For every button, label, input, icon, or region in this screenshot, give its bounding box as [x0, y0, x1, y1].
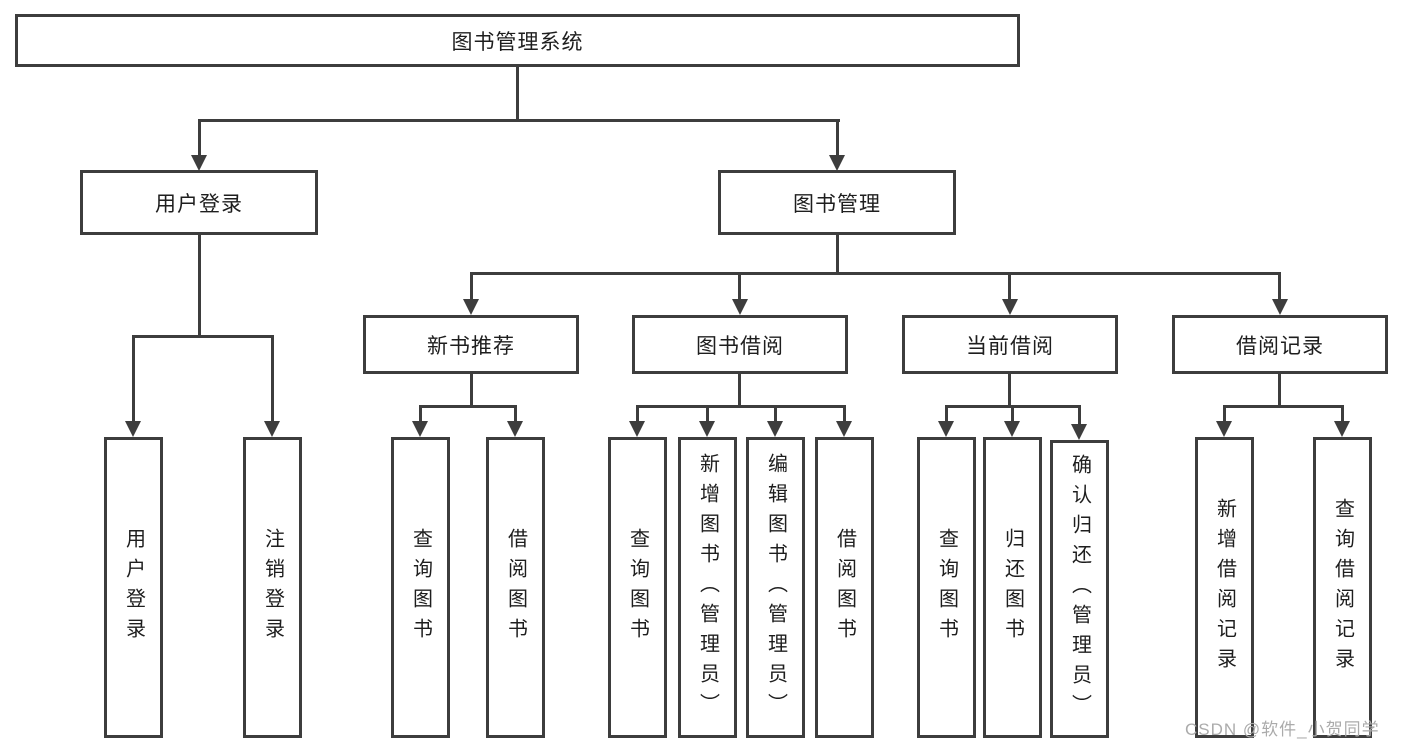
leaf-confirm-return-admin: 确认归还（管理员）	[1050, 440, 1109, 738]
node-label: 注销登录	[261, 527, 284, 648]
arrow-down-icon	[463, 299, 479, 315]
leaf-query-borrow-record: 查询借阅记录	[1313, 437, 1372, 738]
connector-vline	[1278, 272, 1281, 302]
connector-hline	[1223, 405, 1344, 408]
node-label: 新增借阅记录	[1213, 497, 1236, 678]
node-label: 借阅图书	[833, 527, 856, 648]
connector-vline	[1008, 373, 1011, 408]
connector-vline	[1278, 373, 1281, 408]
node-current-borrow: 当前借阅	[902, 315, 1118, 374]
connector-vline	[198, 234, 201, 338]
leaf-borrow-books: 借阅图书	[815, 437, 874, 738]
arrow-down-icon	[732, 299, 748, 315]
connector-vline	[271, 335, 274, 423]
connector-vline	[1011, 405, 1014, 423]
arrow-down-icon	[1334, 421, 1350, 437]
connector-hline	[636, 405, 846, 408]
connector-vline	[419, 405, 422, 423]
leaf-user-login: 用户登录	[104, 437, 163, 738]
connector-vline	[470, 373, 473, 408]
node-label: 确认归还（管理员）	[1068, 454, 1091, 724]
node-root-library-system: 图书管理系统	[15, 14, 1020, 67]
node-label: 查询图书	[409, 527, 432, 648]
arrow-down-icon	[829, 155, 845, 171]
arrow-down-icon	[125, 421, 141, 437]
connector-vline	[516, 66, 519, 122]
arrow-down-icon	[1002, 299, 1018, 315]
node-label: 编辑图书（管理员）	[764, 452, 787, 723]
connector-hline	[470, 272, 1280, 275]
node-label: 新增图书（管理员）	[696, 452, 719, 723]
connector-vline	[836, 119, 839, 157]
connector-vline	[470, 272, 473, 302]
node-label: 图书借阅	[696, 334, 784, 358]
node-label: 当前借阅	[966, 334, 1054, 358]
leaf-query-books-recommend: 查询图书	[391, 437, 450, 738]
node-label: 查询图书	[935, 527, 958, 648]
leaf-add-borrow-record: 新增借阅记录	[1195, 437, 1254, 738]
connector-vline	[132, 335, 135, 423]
node-label: 借阅图书	[504, 527, 527, 648]
connector-vline	[945, 405, 948, 423]
connector-vline	[738, 373, 741, 408]
arrow-down-icon	[629, 421, 645, 437]
leaf-logout: 注销登录	[243, 437, 302, 738]
connector-vline	[843, 405, 846, 423]
arrow-down-icon	[191, 155, 207, 171]
arrow-down-icon	[836, 421, 852, 437]
node-label: 用户登录	[122, 527, 145, 648]
arrow-down-icon	[507, 421, 523, 437]
connector-hline	[198, 119, 840, 122]
connector-vline	[514, 405, 517, 423]
connector-hline	[419, 405, 517, 408]
arrow-down-icon	[264, 421, 280, 437]
arrow-down-icon	[1004, 421, 1020, 437]
leaf-borrow-books-recommend: 借阅图书	[486, 437, 545, 738]
arrow-down-icon	[1272, 299, 1288, 315]
node-label: 用户登录	[155, 192, 243, 216]
connector-hline	[132, 335, 274, 338]
leaf-query-books: 查询图书	[608, 437, 667, 738]
connector-vline	[198, 119, 201, 157]
connector-vline	[1341, 405, 1344, 423]
csdn-watermark: CSDN @软件_小贺同学	[1185, 720, 1380, 739]
node-label: 新书推荐	[427, 334, 515, 358]
node-borrow-records: 借阅记录	[1172, 315, 1388, 374]
connector-vline	[774, 405, 777, 423]
connector-vline	[1078, 405, 1081, 426]
arrow-down-icon	[699, 421, 715, 437]
connector-vline	[738, 272, 741, 302]
connector-vline	[1223, 405, 1226, 423]
node-new-book-recommend: 新书推荐	[363, 315, 579, 374]
node-user-login: 用户登录	[80, 170, 318, 235]
connector-vline	[706, 405, 709, 423]
node-label: 查询借阅记录	[1331, 497, 1354, 678]
node-book-management: 图书管理	[718, 170, 956, 235]
arrow-down-icon	[412, 421, 428, 437]
arrow-down-icon	[938, 421, 954, 437]
connector-vline	[836, 234, 839, 275]
node-label: 图书管理系统	[451, 30, 584, 54]
leaf-add-books-admin: 新增图书（管理员）	[678, 437, 737, 738]
connector-vline	[636, 405, 639, 423]
node-label: 归还图书	[1001, 527, 1024, 648]
arrow-down-icon	[1216, 421, 1232, 437]
arrow-down-icon	[767, 421, 783, 437]
connector-vline	[1008, 272, 1011, 302]
arrow-down-icon	[1071, 424, 1087, 440]
node-book-borrow: 图书借阅	[632, 315, 848, 374]
leaf-query-books-current: 查询图书	[917, 437, 976, 738]
node-label: 图书管理	[793, 192, 881, 216]
leaf-edit-books-admin: 编辑图书（管理员）	[746, 437, 805, 738]
node-label: 借阅记录	[1236, 334, 1324, 358]
node-label: 查询图书	[626, 527, 649, 648]
leaf-return-books: 归还图书	[983, 437, 1042, 738]
